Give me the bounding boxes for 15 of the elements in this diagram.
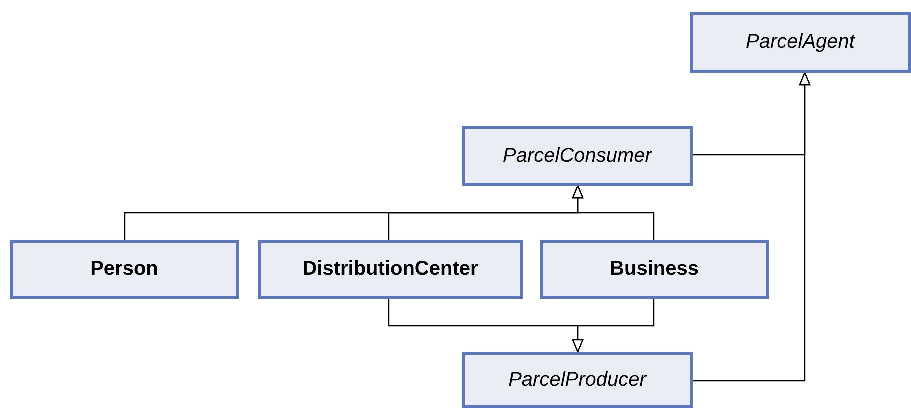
- class-name: Person: [90, 258, 158, 281]
- class-box: [258, 240, 523, 299]
- class-box: [462, 352, 693, 408]
- class-name: DistributionCenter: [302, 258, 478, 281]
- class-box: [690, 12, 911, 73]
- class-name: ParcelConsumer: [503, 144, 652, 168]
- inheritance-arrow: [572, 185, 655, 240]
- class-name: ParcelProducer: [508, 368, 646, 392]
- class-name: ParcelAgent: [746, 31, 855, 54]
- class-box: [10, 240, 239, 299]
- class-box: [540, 240, 769, 299]
- class-name: Business: [610, 258, 699, 281]
- class-box: [462, 126, 693, 186]
- inheritance-arrow: [572, 299, 655, 353]
- inheritance-arrow: [693, 72, 811, 382]
